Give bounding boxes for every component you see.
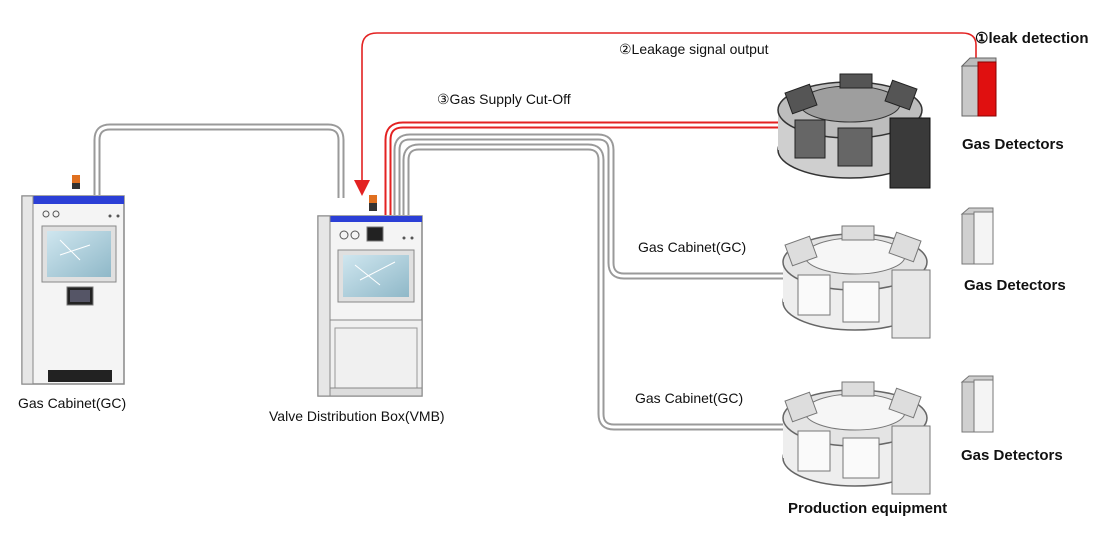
production-equipment-icon [777, 73, 931, 189]
pipe-vmb-to-mid-equipment [393, 133, 785, 280]
pipe-vmb-to-low-equipment [402, 143, 785, 431]
valve-distribution-box-icon [317, 195, 423, 397]
gas-cabinet-label-left: Gas Cabinet(GC) [18, 395, 127, 411]
gas-cabinet-label-mid: Gas Cabinet(GC) [638, 239, 747, 255]
leak-detection-label: ①leak detection [975, 30, 1089, 47]
gas-supply-cutoff-label: ③Gas Supply Cut-Off [437, 91, 571, 107]
leakage-signal-output-label: ②Leakage signal output [619, 41, 769, 57]
vmb-label: Valve Distribution Box(VMB) [269, 408, 445, 424]
production-equipment-icon [782, 225, 931, 339]
production-equipment-label: Production equipment [788, 500, 948, 517]
gas-detectors-label-mid: Gas Detectors [964, 277, 1066, 294]
gas-detector-icon [960, 57, 997, 117]
pipe-gc-to-vmb [93, 123, 345, 198]
production-equipment-icon [782, 381, 931, 495]
gas-pipes [93, 121, 790, 431]
gas-cabinet-icon [21, 175, 125, 385]
gas-cabinet-label-low: Gas Cabinet(GC) [635, 390, 744, 406]
gas-detector-icon [960, 375, 994, 433]
leakage-signal-line [354, 32, 977, 196]
gas-detectors-label-top: Gas Detectors [962, 136, 1064, 153]
gas-detectors-label-low: Gas Detectors [961, 447, 1063, 464]
gas-detector-icon [960, 207, 994, 265]
